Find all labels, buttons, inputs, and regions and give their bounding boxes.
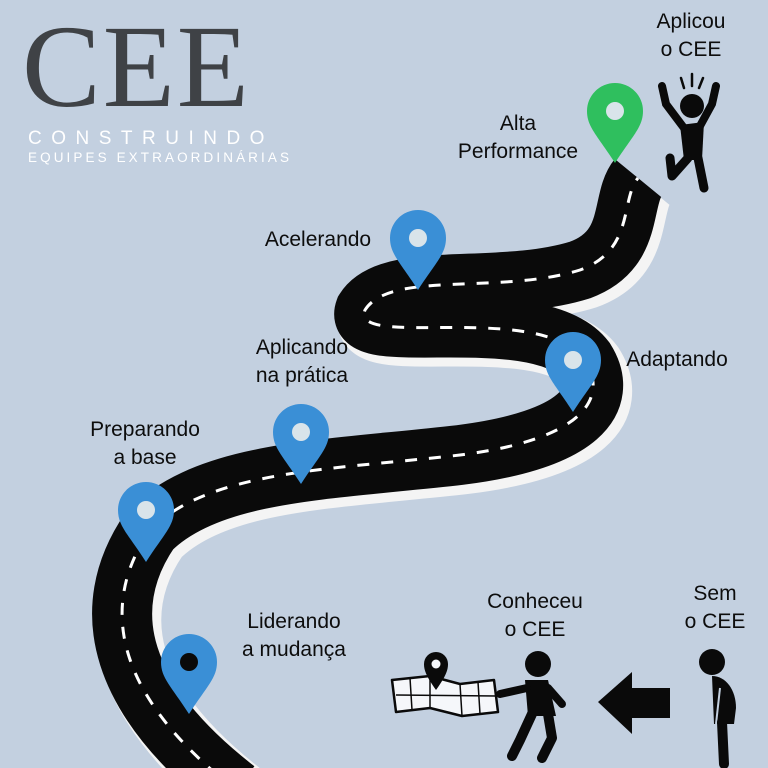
map-pin-icon xyxy=(587,83,643,163)
logo-tagline-line2: EQUIPES EXTRAORDINÁRIAS xyxy=(28,150,293,165)
map-pin-icon xyxy=(390,210,446,290)
map-icon xyxy=(390,652,500,718)
standing-person-icon xyxy=(699,649,736,768)
map-pin-icon xyxy=(545,332,601,412)
map-pin-icon xyxy=(273,404,329,484)
celebrating-person-icon xyxy=(658,72,720,193)
logo-title: CEE xyxy=(22,1,251,132)
map-pin-icon xyxy=(161,634,217,714)
stage-label-adaptando: Adaptando xyxy=(626,348,728,371)
stage-label-acelerando: Acelerando xyxy=(264,228,372,251)
arrow-left-icon xyxy=(598,672,670,734)
walking-person-icon xyxy=(496,651,566,763)
map-pin-icon xyxy=(118,482,174,562)
logo-tagline-line1: CONSTRUINDO xyxy=(28,128,274,149)
